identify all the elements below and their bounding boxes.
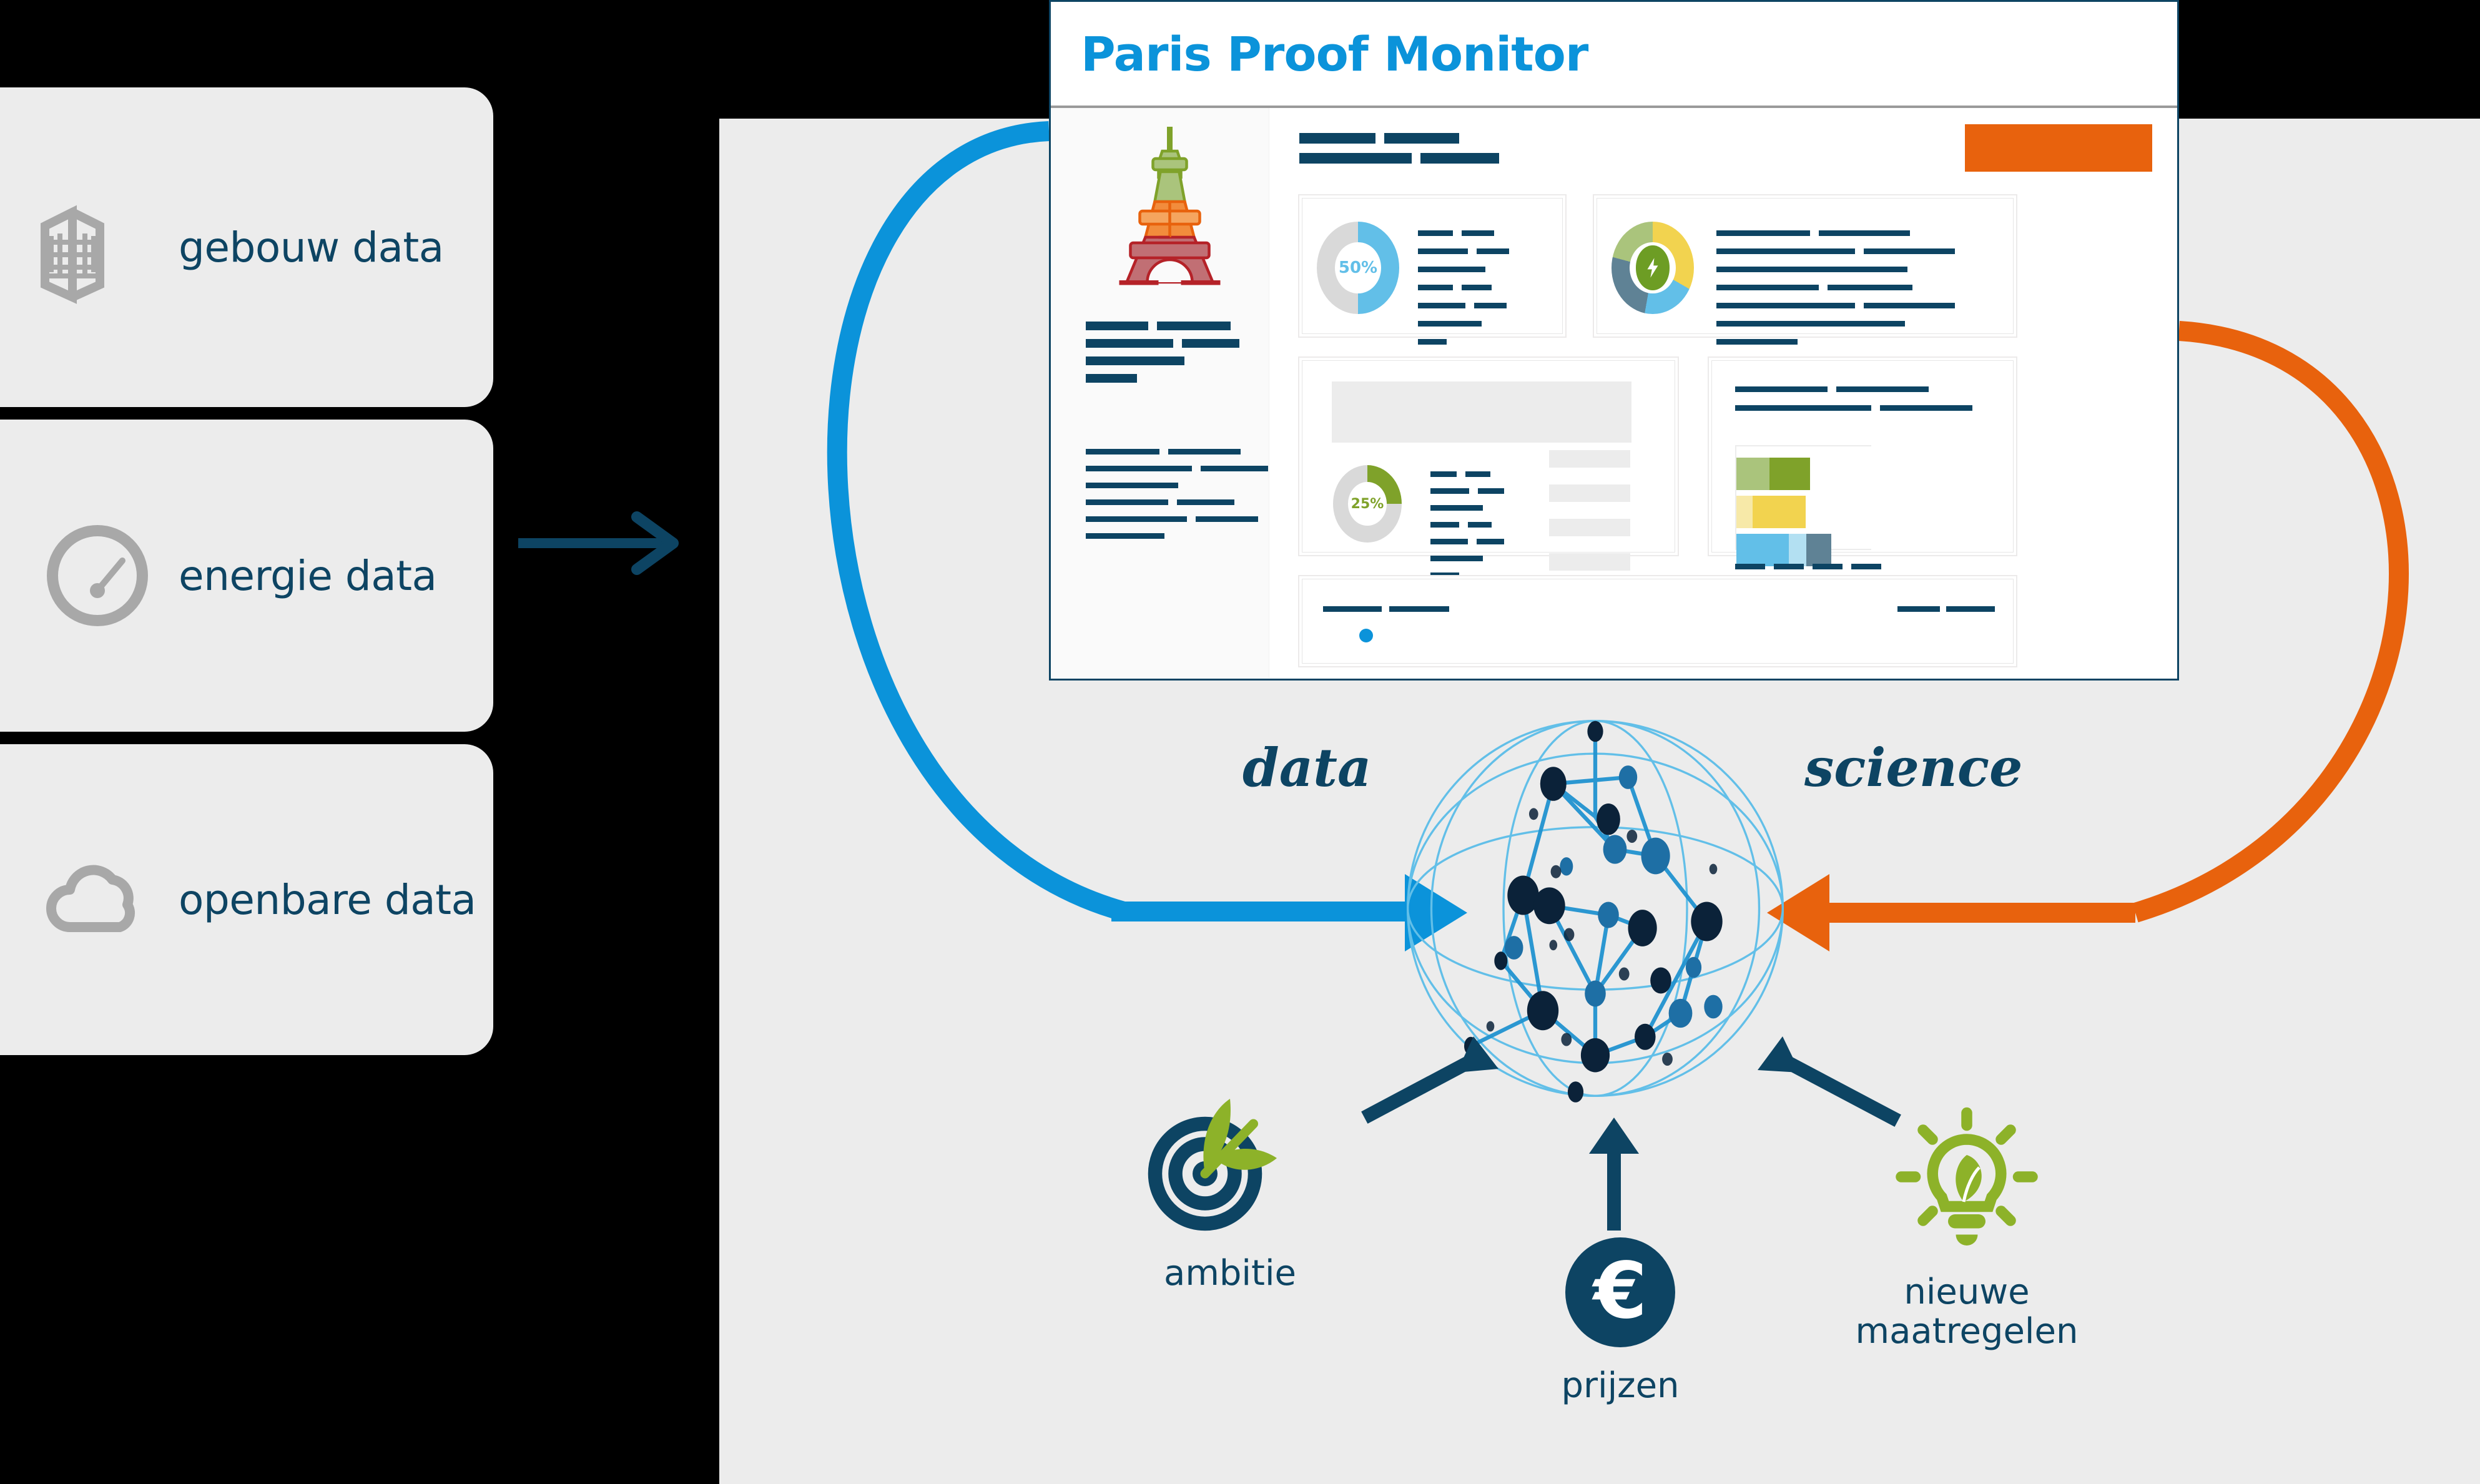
bar-segment: [1736, 534, 1789, 566]
bar-row-green: [1736, 458, 1871, 490]
widget-stacked-bar[interactable]: [1708, 356, 2017, 587]
network-sphere-icon: [1399, 712, 1792, 1105]
donut-value-label: 25%: [1351, 496, 1384, 512]
widget-map-strip[interactable]: [1298, 575, 2017, 667]
lightbulb-leaf-icon: [1889, 1107, 2045, 1264]
bar-row-yellow: [1736, 496, 1871, 528]
page-title: Paris Proof Monitor: [1081, 26, 1588, 82]
donut-value-label: 50%: [1338, 258, 1378, 277]
input-card-label: openbare data: [179, 875, 476, 924]
dashboard-body: 50%: [1051, 108, 2177, 678]
donut-chart-energy: [1612, 222, 1694, 314]
widget-donut-50[interactable]: 50%: [1298, 194, 1567, 345]
map-marker-icon: [1359, 629, 1373, 642]
euro-coin-icon: €: [1558, 1237, 1683, 1357]
strip-right-skeleton: [1897, 604, 1995, 615]
label-data: data: [1242, 737, 1372, 799]
input-flow-arrow: [512, 493, 712, 593]
widget-donut-25[interactable]: 25%: [1298, 356, 1679, 579]
driver-ambitie[interactable]: ambitie: [1127, 1061, 1333, 1294]
dashboard-content: 50%: [1269, 108, 2177, 678]
building-icon: [35, 185, 160, 310]
label-science: science: [1804, 737, 2023, 799]
bar-segment: [1736, 496, 1753, 528]
list-placeholder: [1549, 450, 1630, 571]
input-card-label: energie data: [179, 551, 437, 600]
primary-cta-button[interactable]: [1965, 124, 2152, 172]
widget-text-skeleton: [1418, 228, 1509, 358]
eiffel-tower-icon: [1112, 123, 1269, 304]
paris-proof-monitor-window[interactable]: Paris Proof Monitor: [1049, 0, 2179, 681]
bar-segment: [1806, 534, 1831, 566]
input-card-energie[interactable]: energie data: [0, 420, 493, 732]
input-card-label: gebouw data: [179, 223, 444, 272]
sidebar-text-block-2: [1086, 446, 1269, 542]
widget-text-skeleton: [1716, 228, 1955, 358]
widget-text-skeleton: [1430, 469, 1504, 591]
driver-label: ambitie: [1164, 1253, 1296, 1294]
content-heading-skeleton: [1299, 133, 2152, 164]
sidebar-text-block-1: [1086, 320, 1269, 384]
driver-prijzen[interactable]: € prijzen: [1533, 1230, 1708, 1406]
dashboard-sidebar: [1051, 108, 1269, 678]
input-card-gebouw[interactable]: gebouw data: [0, 87, 493, 407]
dashboard-header: Paris Proof Monitor: [1051, 2, 2177, 108]
image-placeholder: [1332, 381, 1631, 443]
bar-segment: [1736, 458, 1769, 490]
chart-plot-area: [1735, 445, 1871, 566]
driver-maatregelen[interactable]: nieuwe maatregelen: [1833, 1105, 2101, 1351]
donut-chart-25: 25%: [1333, 465, 1402, 543]
driver-label: nieuwe maatregelen: [1855, 1272, 2079, 1352]
gauge-icon: [35, 513, 160, 638]
svg-text:€: €: [1592, 1246, 1647, 1336]
bar-segment: [1753, 496, 1806, 528]
bar-segment: [1789, 534, 1806, 566]
bar-row-blue: [1736, 534, 1871, 566]
cloud-icon: [35, 837, 160, 962]
target-sprout-icon: [1136, 1099, 1324, 1245]
chart-title-skeleton: [1735, 384, 1972, 424]
lightning-bolt-icon: [1635, 245, 1670, 290]
bar-segment: [1769, 458, 1810, 490]
driver-label: prijzen: [1561, 1365, 1680, 1406]
donut-chart-50: 50%: [1317, 222, 1399, 314]
widget-donut-energy[interactable]: [1593, 194, 2017, 345]
input-card-openbare[interactable]: openbare data: [0, 744, 493, 1055]
strip-left-skeleton: [1323, 604, 1449, 615]
